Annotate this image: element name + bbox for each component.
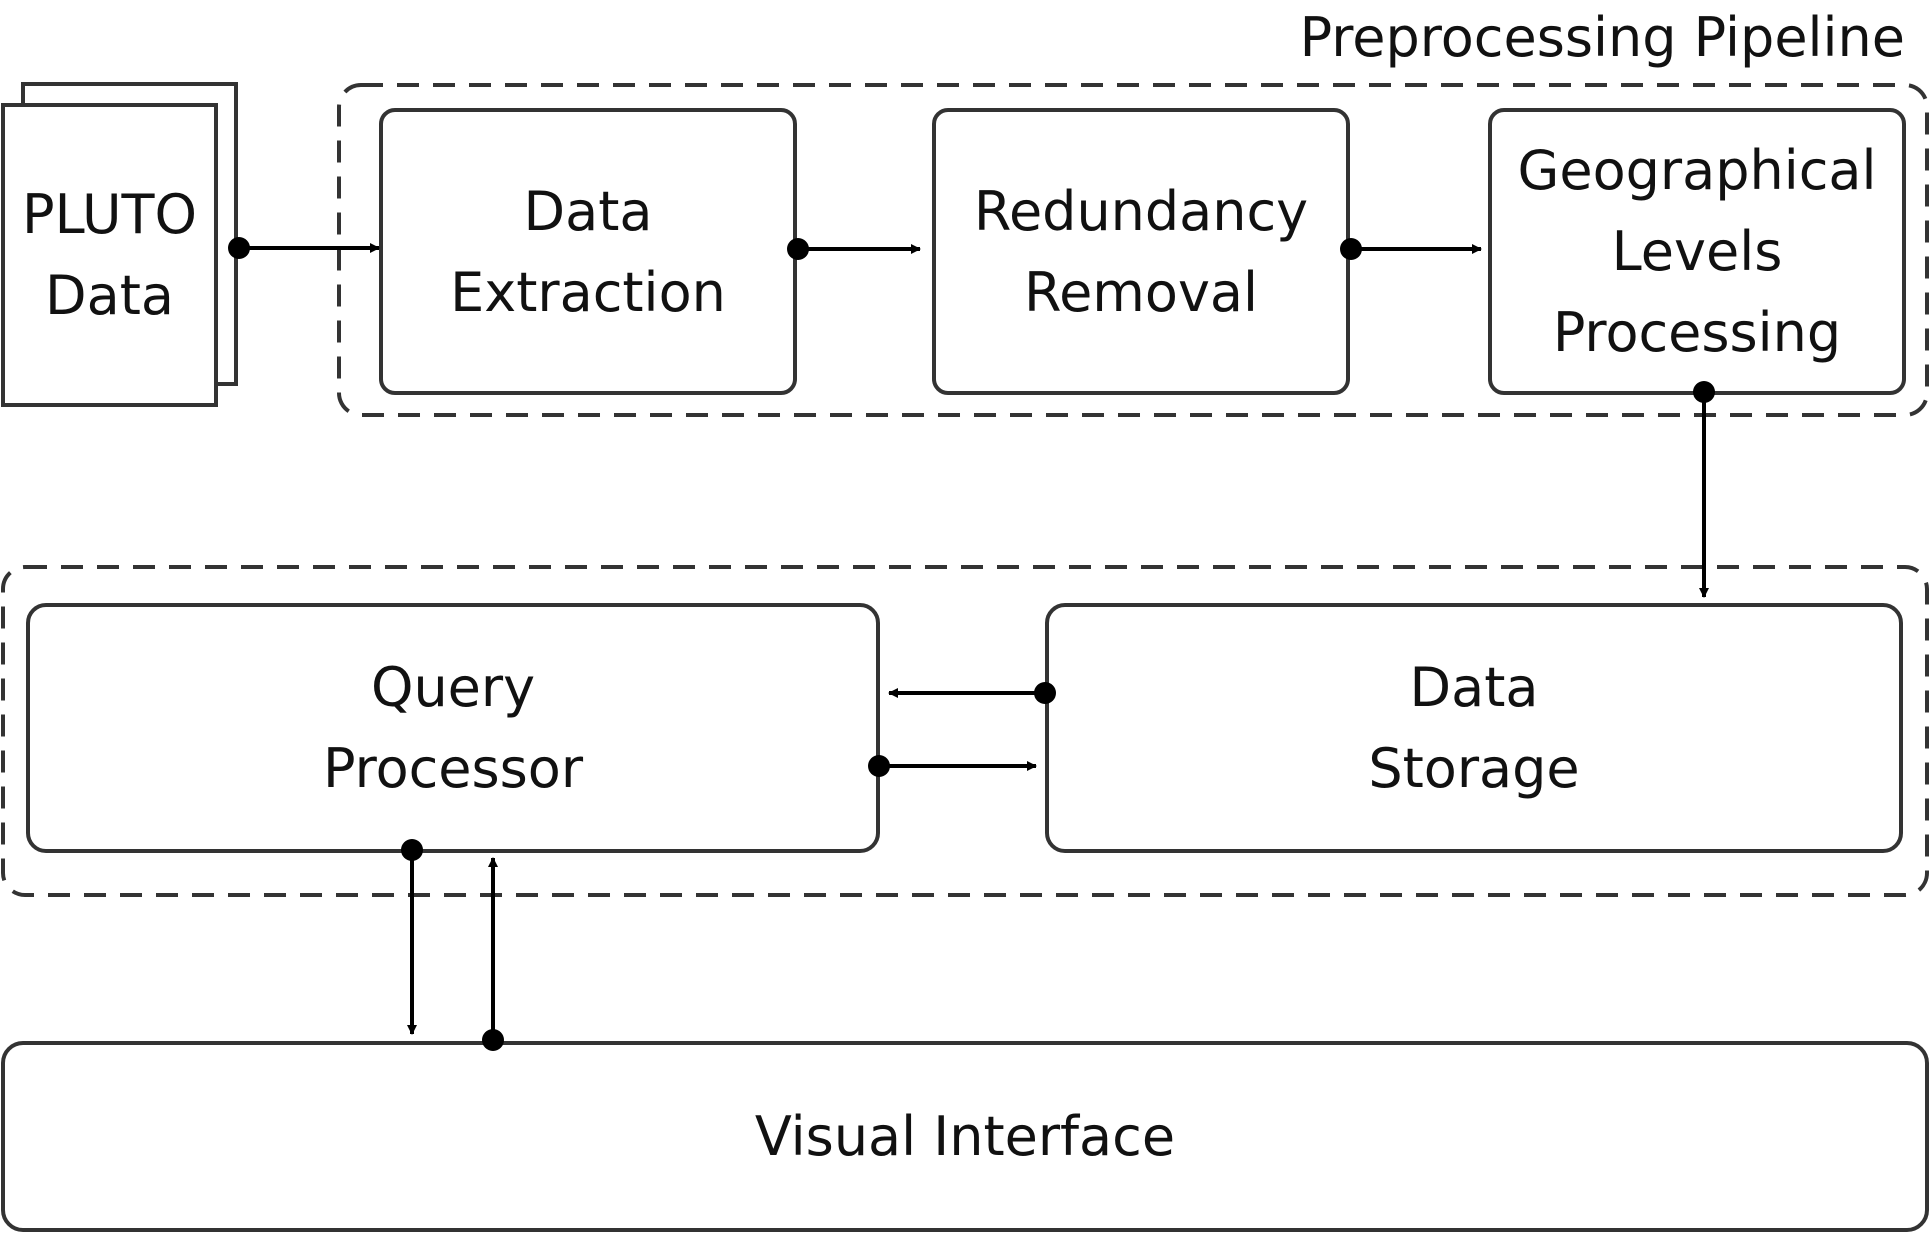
backend-group: [1, 565, 1929, 897]
edge-redundancy-to-geo: [1340, 238, 1482, 260]
geographical-levels-line-3: Processing: [1552, 301, 1842, 364]
visual-interface-node: [1, 1041, 1929, 1232]
query-processor-label: Query Processor: [28, 605, 878, 851]
pluto-data-label: PLUTO Data: [3, 105, 216, 405]
edge-storage-to-query: [888, 682, 1056, 704]
visual-interface-line-1: Visual Interface: [754, 1105, 1176, 1168]
pluto-data-line-1: PLUTO: [22, 183, 197, 246]
preprocessing-pipeline-title: Preprocessing Pipeline: [1299, 6, 1905, 69]
data-storage-label: Data Storage: [1047, 605, 1901, 851]
query-processor-line-1: Query: [370, 656, 536, 719]
query-processor-node: [26, 603, 880, 853]
edge-query-to-visual: [401, 839, 423, 1035]
query-processor-line-2: Processor: [322, 737, 584, 800]
pluto-data-line-2: Data: [45, 264, 174, 327]
data-extraction-line-1: Data: [523, 179, 653, 243]
data-storage-line-2: Storage: [1368, 737, 1580, 800]
visual-interface-label: Visual Interface: [3, 1043, 1927, 1230]
geographical-levels-label: Geographical Levels Processing: [1490, 110, 1904, 393]
edge-query-to-storage: [868, 755, 1037, 777]
geographical-levels-line-1: Geographical: [1517, 139, 1877, 202]
redundancy-removal-line-2: Removal: [1023, 260, 1258, 324]
edge-extraction-to-redundancy: [787, 238, 921, 260]
pluto-data-node: [1, 103, 218, 407]
redundancy-removal-label: Redundancy Removal: [934, 110, 1348, 393]
redundancy-removal-line-1: Redundancy: [973, 179, 1309, 243]
edge-pluto-to-extraction: [228, 237, 380, 259]
edge-geo-to-storage: [1693, 381, 1715, 598]
edge-visual-to-query: [482, 857, 504, 1051]
data-extraction-line-2: Extraction: [450, 260, 726, 324]
data-storage-line-1: Data: [1409, 656, 1539, 719]
data-extraction-label: Data Extraction: [381, 110, 795, 393]
geographical-levels-line-2: Levels: [1611, 220, 1783, 283]
data-storage-node: [1045, 603, 1903, 853]
